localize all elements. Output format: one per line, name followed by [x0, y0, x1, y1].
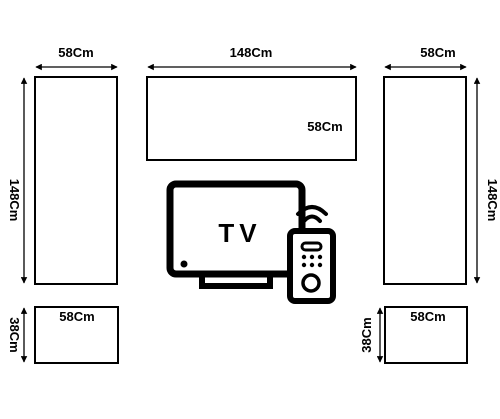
- tv-label: TV: [218, 218, 261, 248]
- top-wide-width-label: 148Cm: [230, 45, 273, 60]
- tv-power-dot: [180, 260, 188, 268]
- top-wide-panel-outline: [146, 76, 357, 161]
- remote-button-3: [317, 254, 323, 260]
- right-small-height-label: 38Cm: [359, 317, 374, 352]
- right-tall-width-label: 58Cm: [420, 45, 455, 60]
- left-small-panel-outline: [34, 306, 119, 364]
- right-small-panel-outline: [384, 306, 468, 364]
- left-tall-panel: 58Cm 148Cm: [7, 45, 118, 285]
- remote-dpad: [301, 273, 321, 293]
- right-tall-panel: 58Cm 148Cm: [383, 45, 500, 285]
- top-wide-height-label: 58Cm: [307, 119, 342, 134]
- signal-waves-icon: [296, 205, 328, 223]
- remote-button-6: [317, 262, 323, 268]
- signal-wave-inner: [302, 214, 322, 223]
- left-tall-width-label: 58Cm: [58, 45, 93, 60]
- left-tall-height-label: 148Cm: [7, 179, 22, 222]
- remote-button-row-top: [300, 241, 323, 252]
- left-small-panel: 58Cm 38Cm: [7, 306, 119, 364]
- tv-icon: TV: [166, 180, 306, 289]
- left-small-width-label: 58Cm: [59, 309, 94, 324]
- right-small-width-label: 58Cm: [410, 309, 445, 324]
- left-tall-panel-outline: [34, 76, 118, 285]
- remote-button-2: [309, 254, 315, 260]
- right-tall-height-label: 148Cm: [485, 179, 500, 222]
- top-wide-panel: 148Cm 58Cm: [146, 45, 357, 161]
- right-tall-panel-outline: [383, 76, 467, 285]
- remote-button-5: [309, 262, 315, 268]
- remote-control-icon: [287, 228, 336, 304]
- remote-button-4: [301, 262, 307, 268]
- right-small-panel: 58Cm 38Cm: [359, 306, 468, 364]
- left-small-height-label: 38Cm: [7, 317, 22, 352]
- signal-wave-outer: [296, 205, 328, 216]
- tv-stand-base: [199, 271, 273, 289]
- remote-button-1: [301, 254, 307, 260]
